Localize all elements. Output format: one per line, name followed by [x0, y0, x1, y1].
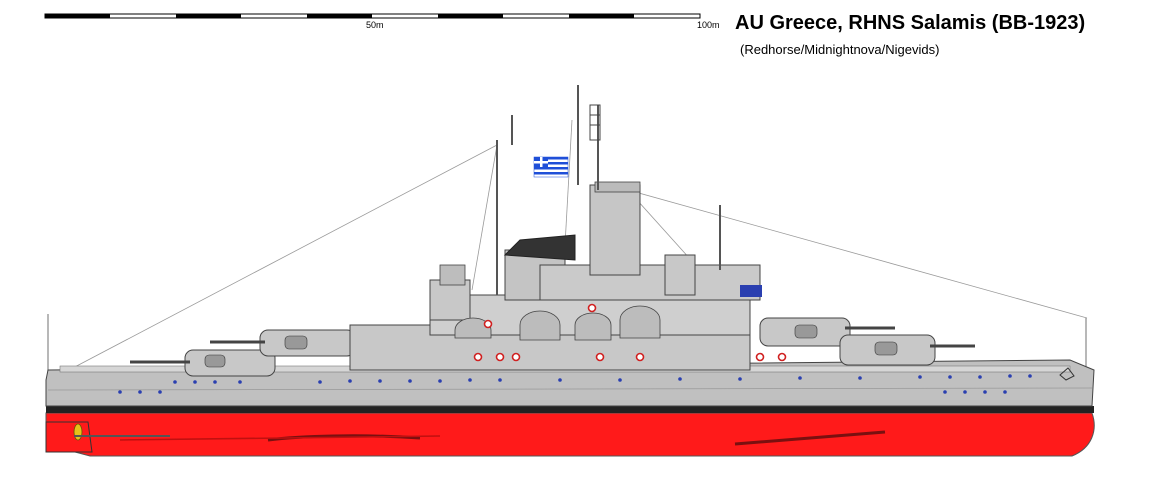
boot-top	[46, 406, 1094, 413]
bilge-keel-fwd	[734, 430, 886, 446]
scale-end-label: 100m	[697, 20, 720, 30]
lower-hull	[45, 412, 1095, 457]
aft-superfiring-turret	[210, 329, 356, 357]
scale-mid-label: 50m	[366, 20, 384, 30]
superstructure	[349, 181, 762, 371]
forward-turret	[839, 334, 975, 366]
bow-crest-icon	[1059, 367, 1075, 381]
scale-bar	[44, 13, 701, 19]
greek-flag-icon	[533, 156, 569, 178]
propeller-icon	[73, 423, 170, 441]
secondary-mounts	[454, 305, 661, 341]
masts	[496, 85, 721, 295]
hull-portholes	[118, 374, 1032, 394]
forward-superfiring-turret	[759, 317, 895, 347]
page-title: AU Greece, RHNS Salamis (BB-1923)	[735, 12, 1086, 34]
aft-turret	[130, 349, 276, 377]
radar-icon	[589, 104, 601, 141]
lifebuoys	[473, 303, 787, 362]
credits: (Redhorse/Midnightnova/Nigevids)	[740, 42, 940, 57]
